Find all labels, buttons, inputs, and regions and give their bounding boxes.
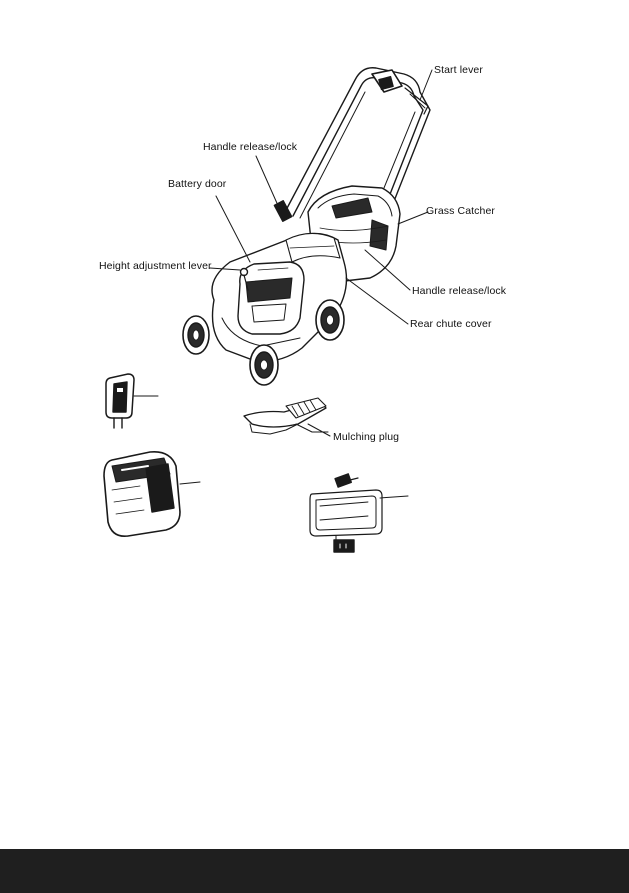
- mulching-plug-illustration: [243, 397, 329, 435]
- power-cord-illustration: [309, 473, 409, 553]
- grass-catcher-label: Grass Catcher: [426, 205, 495, 217]
- front-right-wheel: [249, 344, 279, 386]
- height-adjustment-lever-label: Height adjustment lever: [99, 260, 212, 272]
- handle-release-lock-upper-label: Handle release/lock: [203, 141, 298, 153]
- start-lever-label: Start lever: [434, 64, 483, 76]
- rear-right-wheel: [315, 299, 345, 341]
- battery-door-label: Battery door: [168, 178, 227, 190]
- front-left-wheel: [182, 315, 210, 355]
- handle-release-lock-lower-label: Handle release/lock: [412, 285, 507, 297]
- leader-lines: [209, 69, 433, 437]
- battery-pack-illustration: [103, 450, 201, 538]
- footer-bar: [0, 849, 629, 893]
- battery-charger-illustration: [105, 373, 159, 429]
- lawn-mower-illustration: [182, 67, 431, 386]
- mulching-plug-label: Mulching plug: [333, 431, 400, 443]
- rear-chute-cover-label: Rear chute cover: [410, 318, 492, 330]
